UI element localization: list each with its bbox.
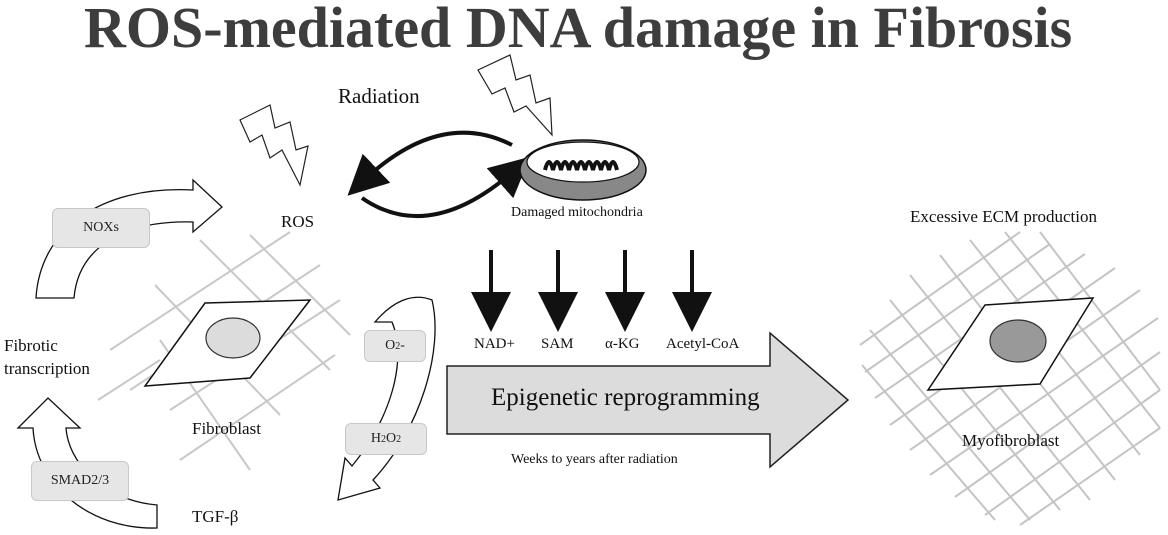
h2o2-b: 2 [381, 433, 386, 445]
timeframe-label: Weeks to years after radiation [511, 452, 678, 467]
h2o2-a: H [370, 431, 381, 446]
epigenetic-arrow [446, 331, 850, 469]
fibrotic-transcription-label-line2: transcription [4, 359, 90, 378]
o2-base: O [385, 338, 396, 353]
cycle-arrow-bottom [360, 156, 531, 219]
myofibroblast-label: Myofibroblast [962, 431, 1060, 450]
fibroblast-label: Fibroblast [192, 419, 261, 438]
cycle-arrow-top [347, 130, 513, 196]
excessive-ecm-label: Excessive ECM production [910, 207, 1097, 226]
smad-box: SMAD2/3 [31, 461, 129, 501]
damaged-mitochondria-label: Damaged mitochondria [511, 205, 643, 220]
lightning-icon [239, 104, 309, 187]
h2o2-d: 2 [396, 433, 402, 445]
o2-sup: - [400, 338, 405, 353]
metabolite-akg: α-KG [605, 336, 640, 352]
h2o2-c: O [386, 431, 397, 446]
noxs-box: NOXs [52, 208, 150, 248]
fibroblast-nucleus [205, 317, 261, 359]
mitochondria-cristae [543, 160, 619, 171]
metabolite-sam: SAM [541, 336, 574, 352]
radiation-label: Radiation [338, 84, 420, 108]
page-title: ROS-mediated DNA damage in Fibrosis [84, 0, 1073, 60]
metabolite-acetyl-coa: Acetyl-CoA [666, 336, 740, 352]
o2-sub: 2 [395, 340, 401, 352]
tgf-beta-label: TGF-β [192, 507, 239, 526]
metabolite-nad: NAD+ [474, 336, 515, 352]
ros-label: ROS [281, 212, 315, 231]
myofibroblast-nucleus [989, 319, 1047, 363]
lightning-icon [477, 54, 553, 137]
epigenetic-reprogramming-label: Epigenetic reprogramming [491, 384, 760, 411]
curved-arrow-ros-species [337, 296, 436, 501]
fibrotic-transcription-label-line1: Fibrotic [4, 336, 58, 355]
